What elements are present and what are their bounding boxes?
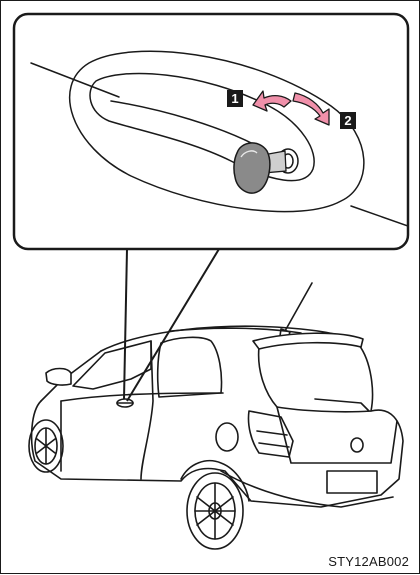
- image-reference-code: STY12AB002: [328, 554, 409, 569]
- tail-light: [248, 411, 293, 457]
- leader-lines: [124, 249, 219, 401]
- door-rear-edge: [141, 341, 153, 479]
- quarter-window: [158, 337, 222, 397]
- step-1-label: 1: [231, 91, 238, 106]
- car: [29, 283, 403, 549]
- step-2-label: 2: [344, 113, 351, 128]
- plate-recess: [327, 471, 377, 493]
- zoom-inset: 1 2: [14, 14, 408, 249]
- rear-window: [259, 341, 373, 412]
